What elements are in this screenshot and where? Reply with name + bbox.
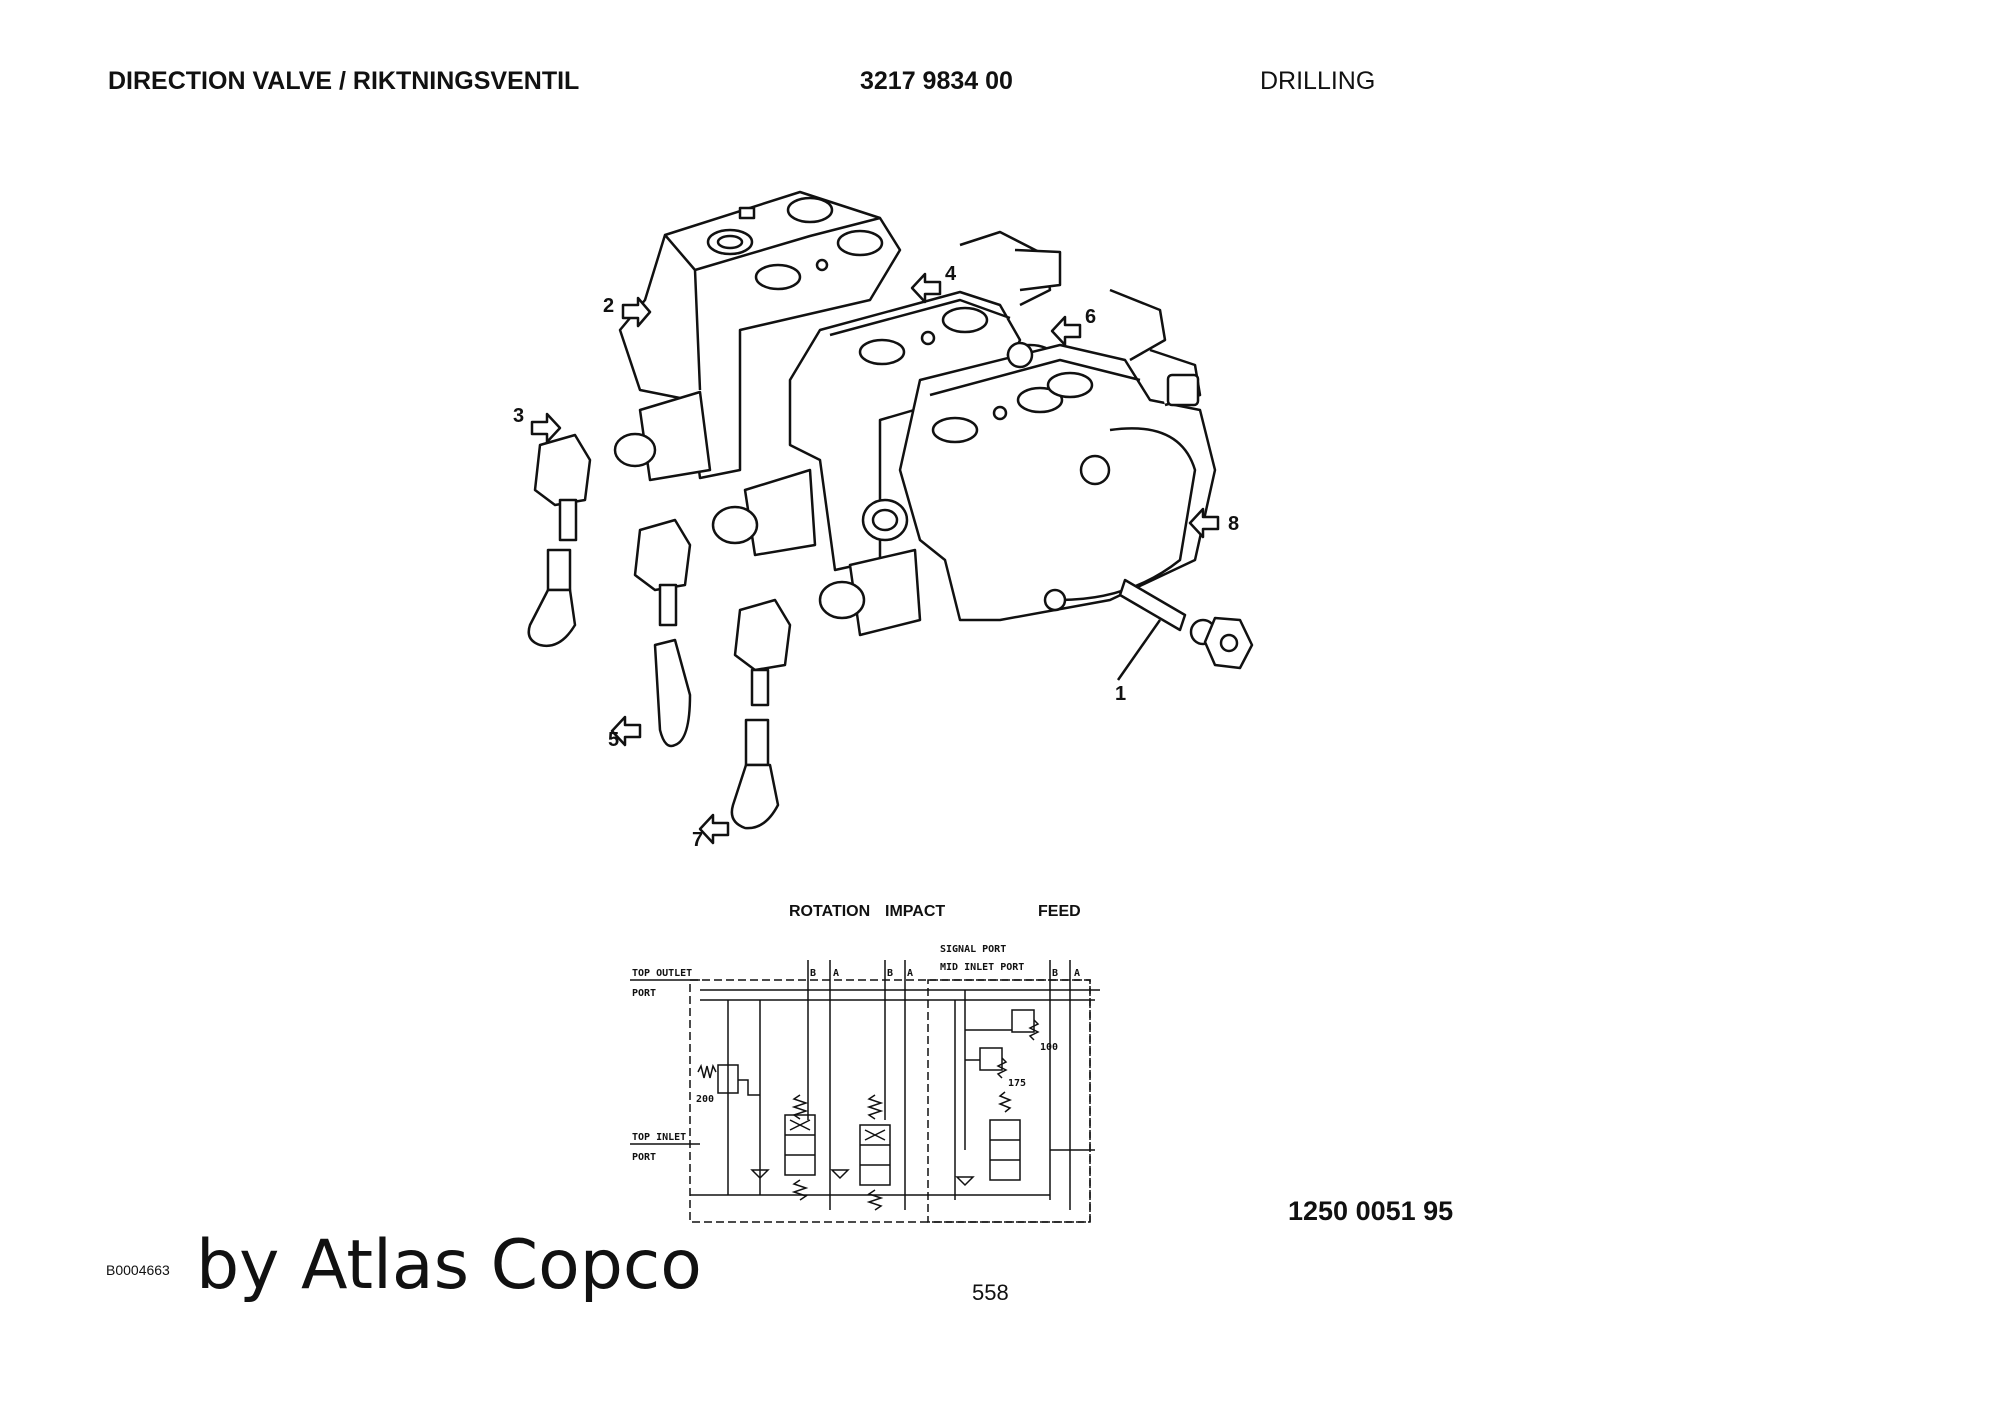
hydraulic-schematic — [630, 960, 1100, 1223]
schematic-heading-feed: FEED — [1038, 903, 1081, 920]
lever-housing-1 — [638, 390, 712, 482]
lever-housing-2 — [743, 468, 817, 557]
label-port-2: PORT — [632, 1152, 656, 1163]
callout-1: 1 — [1115, 683, 1126, 705]
pressure-value-3: 175 — [1008, 1078, 1026, 1089]
callout-6: 6 — [1085, 306, 1096, 328]
valve-section-2 — [788, 290, 1022, 572]
lever-bracket-2 — [633, 518, 692, 592]
stud-bolt — [1118, 578, 1187, 632]
lever-handle-2 — [653, 638, 692, 748]
lever-handle-1 — [527, 588, 577, 648]
page-number: 558 — [972, 1280, 1009, 1305]
label-port-1: PORT — [632, 988, 656, 999]
image-id: B0004663 — [106, 1262, 170, 1278]
label-top-inlet: TOP INLET — [632, 1132, 686, 1143]
page-title: DIRECTION VALVE / RIKTNINGSVENTIL — [108, 67, 580, 95]
label-section-b-3: B — [1052, 968, 1058, 979]
label-section-a-3: A — [1074, 968, 1080, 979]
callout-2: 2 — [603, 295, 614, 317]
lever-bracket-1 — [533, 433, 592, 507]
label-mid-inlet-port: MID INLET PORT — [940, 962, 1024, 973]
pressure-value-2: 100 — [1040, 1042, 1058, 1053]
label-section-b-1: B — [810, 968, 816, 979]
lever-handle-3 — [730, 763, 780, 830]
schematic-labels: TOP OUTLET PORT TOP INLET PORT SIGNAL PO… — [632, 944, 1080, 1163]
schematic-heading-rotation: ROTATION — [789, 903, 871, 920]
callout-numbers: 1 2 3 4 5 6 7 8 — [513, 263, 1239, 851]
schematic-heading-impact: IMPACT — [885, 903, 946, 920]
label-top-outlet: TOP OUTLET — [632, 968, 692, 979]
label-section-a-2: A — [907, 968, 913, 979]
label-section-a-1: A — [833, 968, 839, 979]
section-name: DRILLING — [1260, 67, 1376, 95]
callout-3: 3 — [513, 405, 524, 427]
label-section-b-2: B — [887, 968, 893, 979]
drawing-number: 1250 0051 95 — [1288, 1196, 1454, 1226]
callout-5: 5 — [608, 729, 619, 751]
lever-bracket-3 — [733, 598, 792, 672]
part-number: 3217 9834 00 — [860, 67, 1013, 95]
callout-8: 8 — [1228, 513, 1239, 535]
callout-4: 4 — [945, 263, 957, 285]
label-signal-port: SIGNAL PORT — [940, 944, 1006, 955]
brand-text: by Atlas Copco — [196, 1226, 702, 1305]
pressure-value-1: 200 — [696, 1094, 714, 1105]
callout-7: 7 — [692, 829, 703, 851]
